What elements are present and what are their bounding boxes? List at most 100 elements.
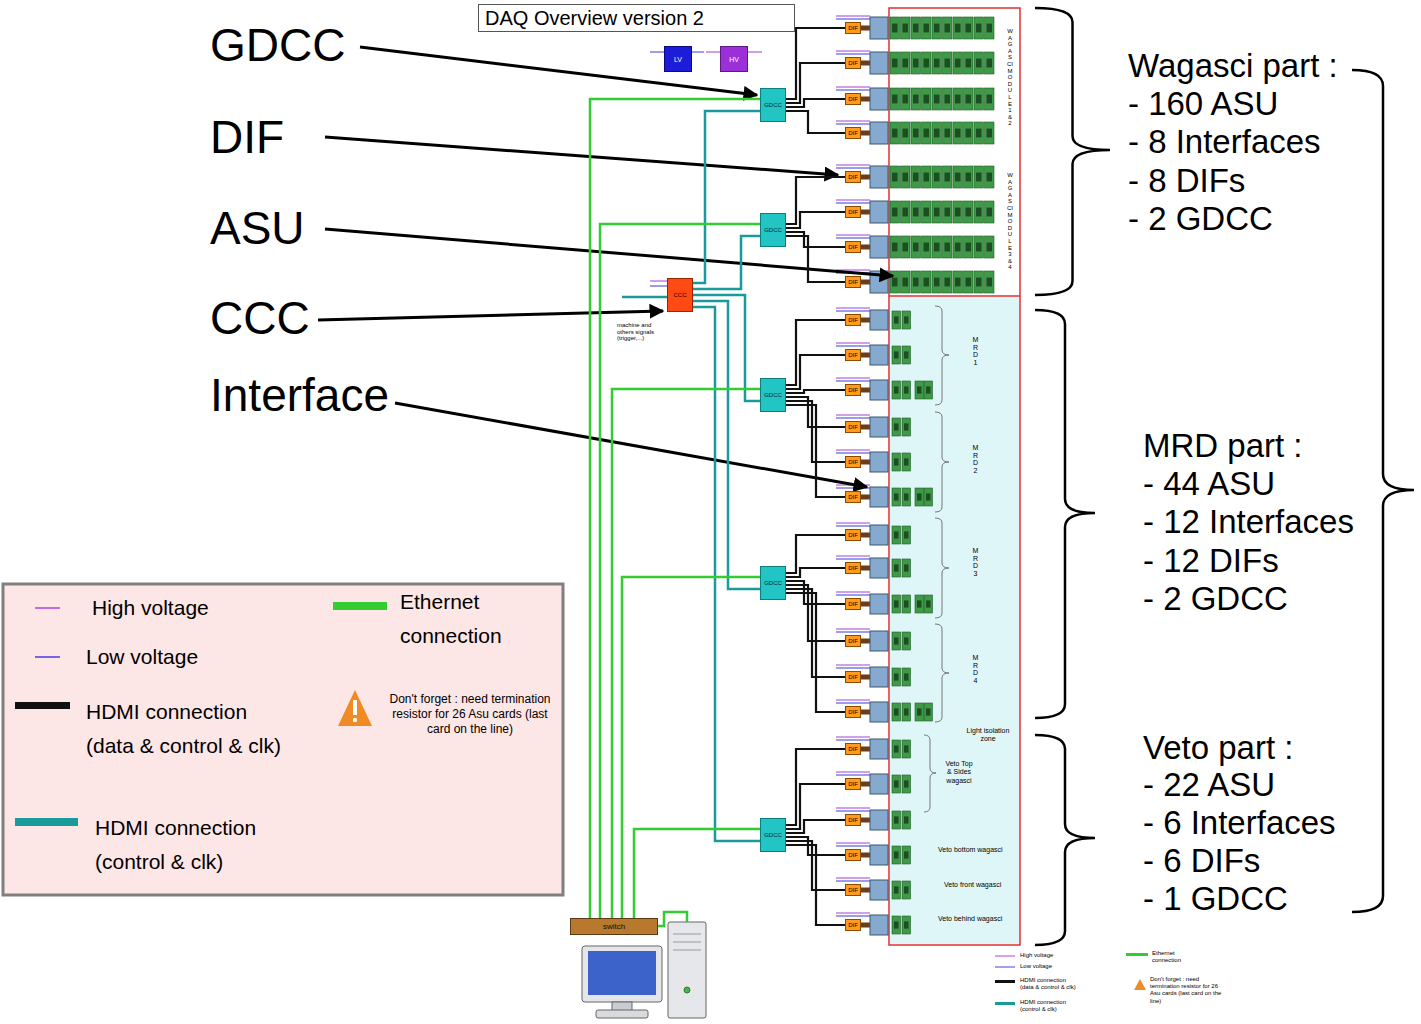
node-text: DIF <box>848 96 858 102</box>
lv-wire <box>836 632 870 633</box>
interface-board <box>870 17 888 39</box>
connector <box>786 177 845 224</box>
module-label: WAGASCI MODULE 1&2 <box>1007 28 1013 127</box>
asu-chip <box>904 316 909 323</box>
lv-wire <box>836 811 870 812</box>
asu-board <box>902 559 911 577</box>
dif-connector <box>861 602 870 607</box>
asu-chip <box>894 816 899 823</box>
asu-board <box>892 453 901 471</box>
hv-wire <box>836 556 870 557</box>
asu-chip <box>903 129 909 138</box>
monitor-screen <box>588 951 656 995</box>
pc-drive-slot <box>673 942 701 943</box>
asu-board <box>953 17 963 39</box>
asu-board <box>901 88 911 110</box>
asu-chip <box>894 637 899 644</box>
connector <box>693 301 760 589</box>
asu-chip <box>917 600 922 607</box>
legend-text: Ethernet connection <box>400 585 540 653</box>
asu-chip <box>966 278 972 287</box>
asu-board <box>974 201 984 223</box>
interface-board <box>870 667 888 687</box>
dif-box: DIF <box>845 456 861 468</box>
asu-chip <box>894 564 899 571</box>
legend-sample-line <box>35 607 60 609</box>
callout-arrows <box>318 47 893 487</box>
dif-connector <box>861 675 870 680</box>
dif-box: DIF <box>845 314 861 326</box>
dif-connector <box>861 61 870 66</box>
lv-wire <box>836 418 870 419</box>
asu-chip <box>934 129 940 138</box>
asu-board <box>890 201 900 223</box>
asu-board <box>902 418 911 436</box>
module-label: WAGASCI MODULE 3&4 <box>1007 172 1013 271</box>
asu-chip <box>913 278 919 287</box>
connector <box>786 568 845 577</box>
lv-wire <box>836 916 870 917</box>
asu-board <box>985 122 995 144</box>
asu-chip <box>892 24 898 33</box>
asu-board <box>902 632 911 650</box>
dif-connector <box>861 353 870 358</box>
connector <box>786 749 845 825</box>
asu-chip <box>955 24 961 33</box>
node-text: DIF <box>848 459 858 465</box>
lv-wire <box>836 668 870 669</box>
part-count: - 6 Interfaces <box>1143 803 1336 843</box>
connector <box>786 236 845 282</box>
lv-wire <box>836 846 870 847</box>
mrd-brace <box>935 518 949 618</box>
asu-chip <box>903 278 909 287</box>
asu-chip <box>966 173 972 182</box>
connector <box>786 320 845 385</box>
lv-wire <box>836 703 870 704</box>
wagasci-brace <box>1035 8 1110 295</box>
asu-board <box>964 201 974 223</box>
connector <box>786 111 845 133</box>
node-text: DIF <box>848 424 858 430</box>
callout-label: CCC <box>210 291 310 346</box>
veto-part-brace <box>1035 735 1095 945</box>
asu-chip <box>976 278 982 287</box>
asu-board <box>902 811 911 829</box>
callout-label: Interface <box>210 368 389 423</box>
callout-arrow <box>318 311 663 320</box>
legend-sample-line <box>995 967 1015 968</box>
connector <box>786 232 845 247</box>
asu-board <box>911 17 921 39</box>
asu-board <box>964 271 974 293</box>
asu-chip <box>894 351 899 358</box>
asu-chip <box>904 673 909 680</box>
lv-wire <box>836 311 870 312</box>
asu-chip <box>903 95 909 104</box>
asu-board <box>953 201 963 223</box>
asu-chip <box>904 780 909 787</box>
asu-board <box>915 595 924 613</box>
node-text: GDCC <box>764 392 782 398</box>
hv-wire <box>836 200 870 201</box>
asu-board <box>911 271 921 293</box>
hv-wire <box>836 121 870 122</box>
dif-connector <box>861 923 870 928</box>
legend-sample-bar <box>995 980 1015 983</box>
lv-wire <box>836 168 870 169</box>
asu-board <box>890 236 900 258</box>
interface-board <box>870 310 888 330</box>
asu-board <box>892 346 901 364</box>
asu-board <box>902 775 911 793</box>
connector <box>786 63 845 103</box>
hv-wire <box>836 87 870 88</box>
asu-board <box>953 122 963 144</box>
asu-board <box>964 17 974 39</box>
hv-wire <box>836 450 870 451</box>
asu-chip <box>945 59 951 68</box>
node-text: GDCC <box>764 580 782 586</box>
asu-chip <box>894 745 899 752</box>
node-text: DIF <box>848 317 858 323</box>
asu-board <box>901 52 911 74</box>
asu-chip <box>894 386 899 393</box>
legend-text: Low voltage <box>86 643 198 671</box>
dif-connector <box>861 245 870 250</box>
